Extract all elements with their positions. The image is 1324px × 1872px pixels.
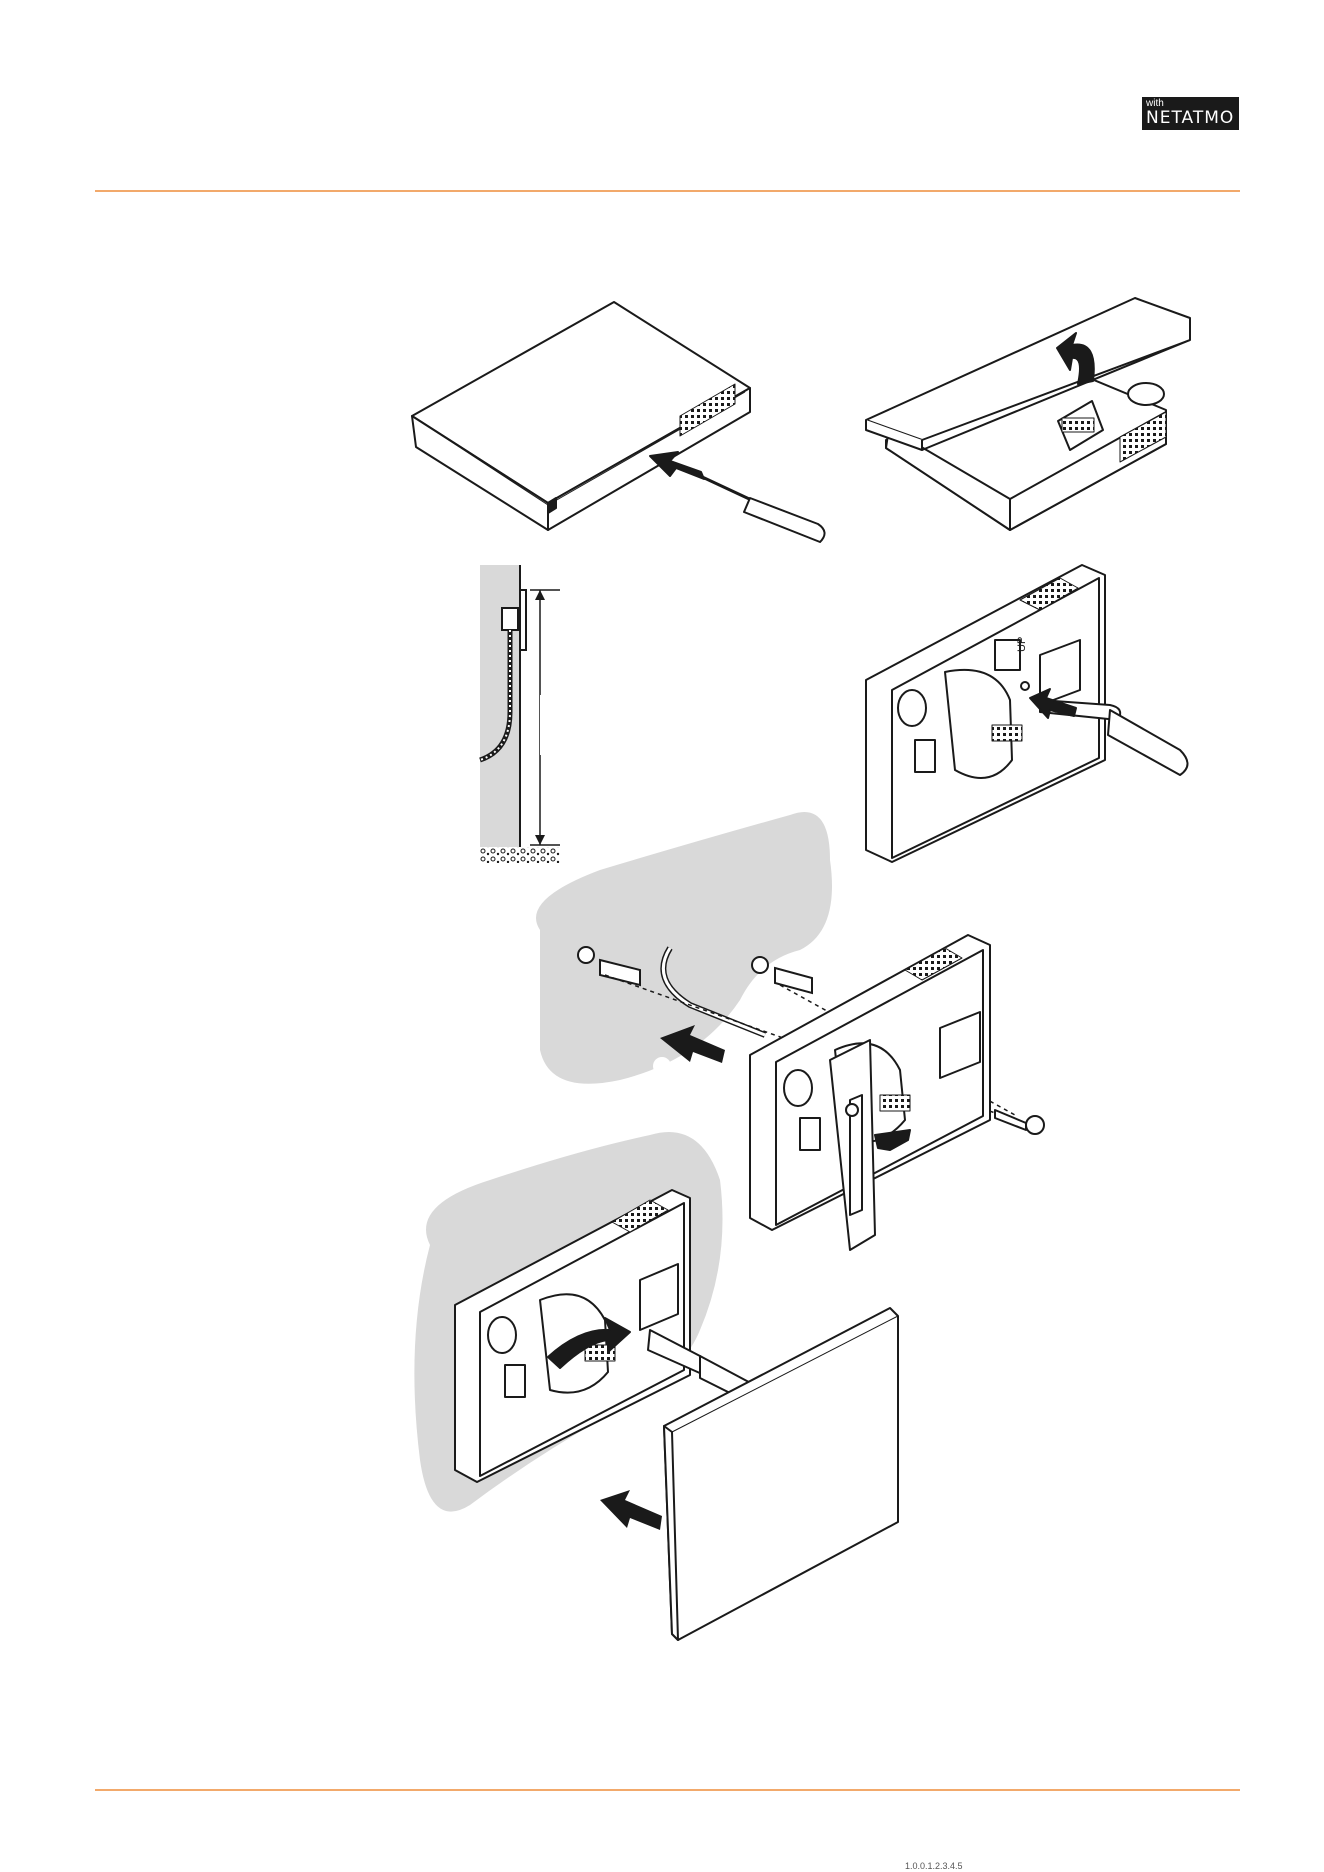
step-lift-cover <box>866 298 1190 530</box>
up-label: UP <box>1016 637 1028 652</box>
footer-text: 1.0.0.1.2.3.4.5 <box>905 1861 963 1871</box>
step-open-case <box>412 302 825 542</box>
step-wall-height <box>480 565 560 863</box>
step-attach-cover <box>414 1132 898 1640</box>
step-loosen-screw: UP <box>866 565 1188 862</box>
